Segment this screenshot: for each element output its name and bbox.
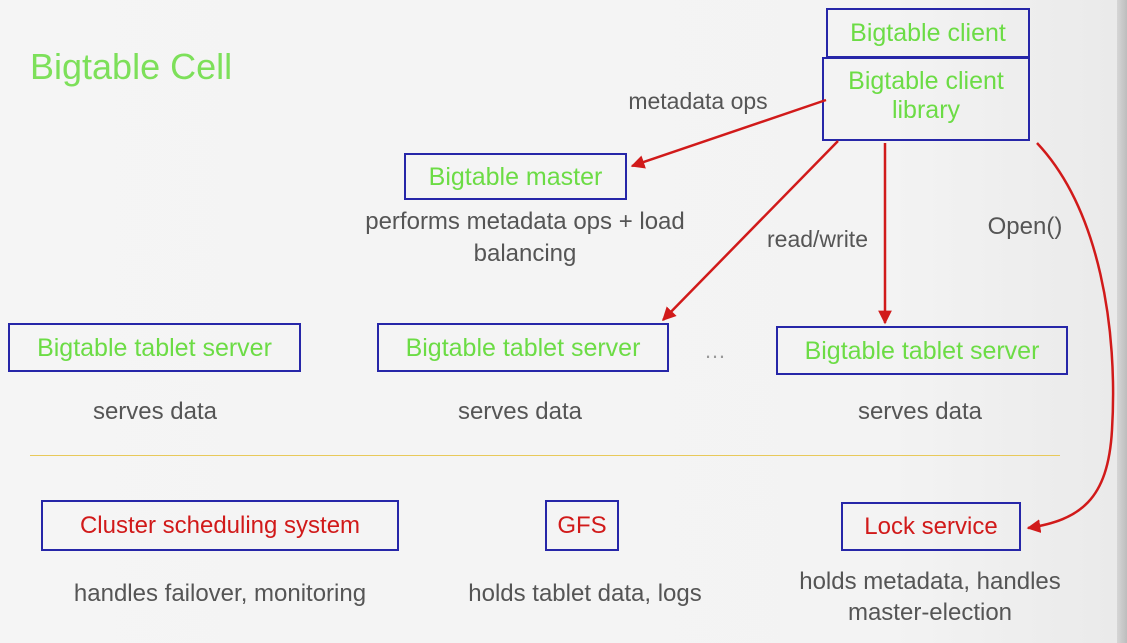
client-library-box: Bigtable client library (822, 57, 1030, 141)
slide-edge (1117, 0, 1127, 643)
separator-line (30, 455, 1060, 456)
diagram-title: Bigtable Cell (30, 46, 233, 87)
tablet-server-box-1: Bigtable tablet server (8, 323, 301, 372)
gfs-box: GFS (545, 500, 619, 551)
arrow-read-write-left (662, 140, 839, 321)
bigtable-client-box: Bigtable client (826, 8, 1030, 58)
bigtable-master-box: Bigtable master (404, 153, 627, 200)
tablet-server-box-3: Bigtable tablet server (776, 326, 1068, 375)
lock-service-box: Lock service (841, 502, 1021, 551)
tablet-server-label-3: Bigtable tablet server (804, 337, 1040, 365)
client-library-label: Bigtable client library (848, 67, 1004, 124)
lock-service-label: Lock service (864, 513, 998, 540)
ellipsis: … (704, 338, 726, 363)
read-write-label: read/write (767, 226, 868, 252)
arrow-open (1026, 142, 1115, 533)
tablet-server-label-1: Bigtable tablet server (37, 334, 272, 362)
lock-description: holds metadata, handles master-election (799, 568, 1061, 627)
bigtable-master-label: Bigtable master (428, 163, 603, 191)
open-label: Open() (987, 213, 1063, 240)
gfs-description: holds tablet data, logs (468, 580, 702, 607)
cluster-scheduling-box: Cluster scheduling system (41, 500, 399, 551)
metadata-ops-label: metadata ops (628, 88, 768, 114)
tablet-server-box-2: Bigtable tablet server (377, 323, 669, 372)
cluster-description: handles failover, monitoring (73, 580, 367, 607)
arrow-metadata-ops (630, 98, 827, 169)
gfs-label: GFS (557, 512, 607, 539)
tablet-desc-3: serves data (857, 398, 983, 425)
bigtable-client-label: Bigtable client (850, 19, 1006, 47)
master-description: performs metadata ops + load balancing (365, 208, 685, 268)
cluster-scheduling-label: Cluster scheduling system (79, 512, 361, 539)
tablet-server-label-2: Bigtable tablet server (405, 334, 641, 362)
tablet-desc-1: serves data (92, 398, 218, 425)
tablet-desc-2: serves data (457, 398, 583, 425)
